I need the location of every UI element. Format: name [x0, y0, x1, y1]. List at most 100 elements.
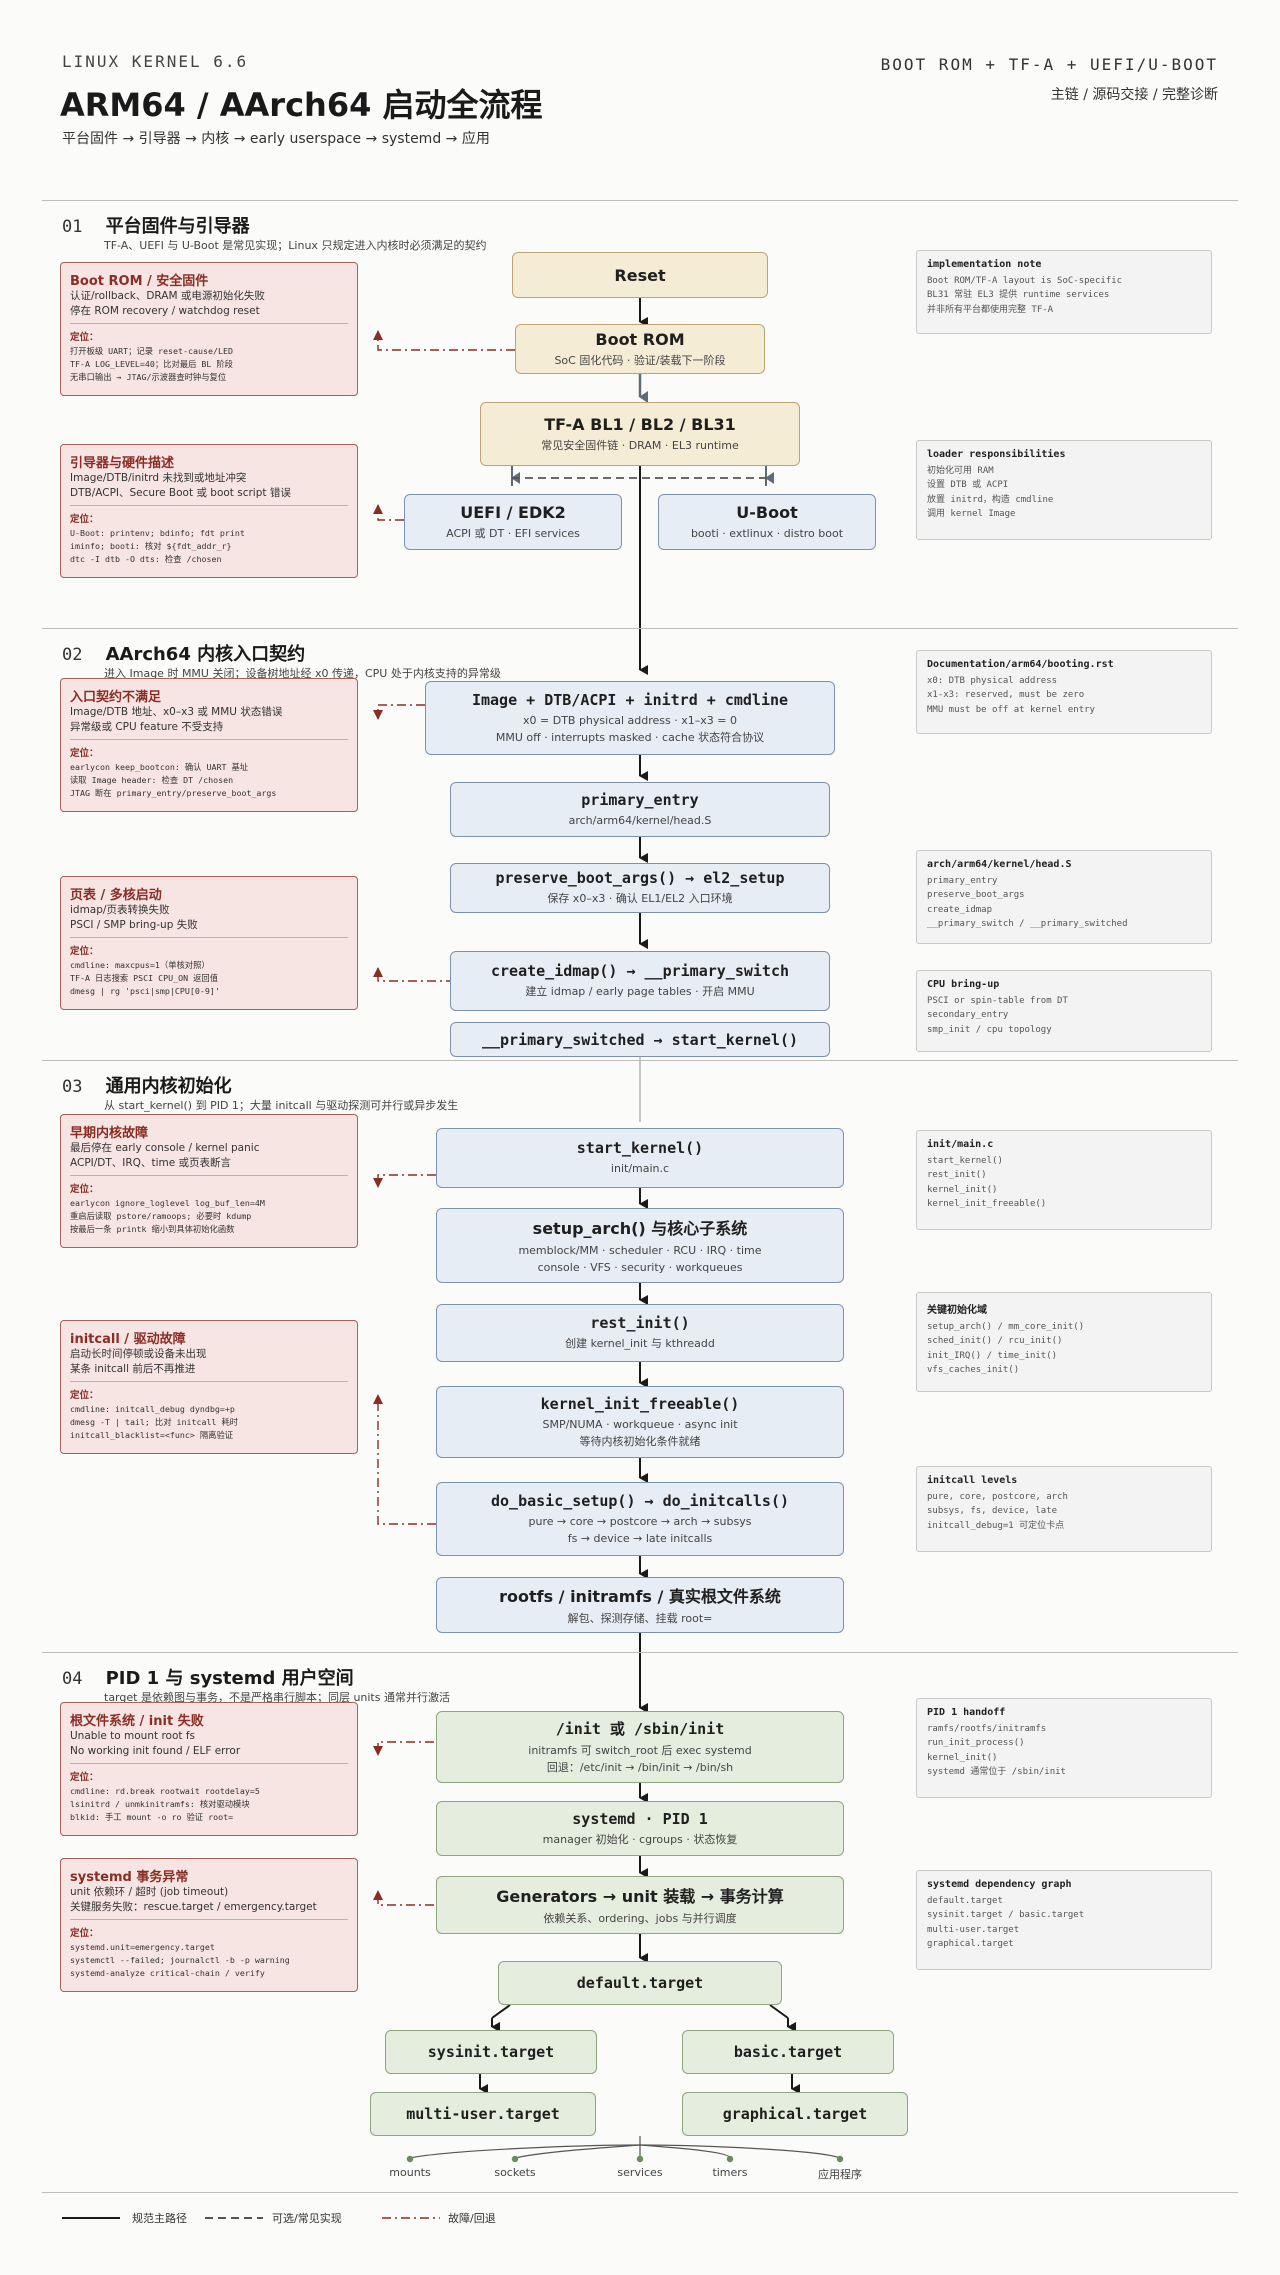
primary-entry-box[interactable]: primary_entry arch/arm64/kernel/head.S [450, 782, 830, 837]
failure-divider [70, 505, 348, 507]
failure-code: initcall_blacklist=<func> 隔离验证 [70, 1430, 234, 1441]
failure-line: PSCI / SMP bring-up 失败 [70, 918, 198, 931]
leaf-sockets: sockets [494, 2166, 536, 2179]
note-line: setup_arch() / mm_core_init() [927, 1322, 1085, 1332]
primary-switched-box[interactable]: __primary_switched → start_kernel() [450, 1022, 830, 1057]
failure-code: dmesg | rg 'psci|smp|CPU[0-9]' [70, 986, 220, 997]
section-divider [42, 1060, 1238, 1061]
default-target-box[interactable]: default.target [498, 1961, 782, 2005]
note-main-c: init/main.c start_kernel() rest_init() k… [916, 1130, 1212, 1230]
note-title: PID 1 handoff [927, 1707, 1006, 1718]
box-subtitle: SMP/NUMA · workqueue · async init [542, 1417, 738, 1431]
note-line: 设置 DTB 或 ACPI [927, 480, 1009, 491]
page-title: ARM64 / AArch64 启动全流程 [60, 86, 543, 124]
legend-divider [42, 2192, 1238, 2193]
box-subtitle: 保存 x0–x3 · 确认 EL1/EL2 入口环境 [547, 892, 733, 906]
note-cpu-bringup: CPU bring-up PSCI or spin-table from DT … [916, 970, 1212, 1052]
note-line: vfs_caches_init() [927, 1365, 1020, 1376]
leaf-applications: 应用程序 [818, 2168, 862, 2181]
start-kernel-box[interactable]: start_kernel() init/main.c [436, 1128, 844, 1188]
failure-code: 按最后一条 printk 缩小到具体初始化函数 [70, 1224, 235, 1235]
box-subtitle: 常见安全固件链 · DRAM · EL3 runtime [541, 438, 739, 452]
box-subtitle-2: 回退：/etc/init → /bin/init → /bin/sh [546, 1761, 734, 1774]
failure-code: iminfo; booti: 核对 ${fdt_addr_r} [70, 541, 232, 552]
section-desc: 进入 Image 时 MMU 关闭；设备树地址经 x0 传递，CPU 处于内核支… [104, 667, 501, 680]
image-entry-box[interactable]: Image + DTB/ACPI + initrd + cmdline x0 =… [425, 681, 835, 755]
box-subtitle: booti · extlinux · distro boot [690, 526, 844, 540]
generators-box[interactable]: Generators → unit 装载 → 事务计算 依赖关系、orderin… [436, 1876, 844, 1934]
failure-title: 引导器与硬件描述 [70, 456, 175, 471]
section-header-04: 04 PID 1 与 systemd 用户空间 [62, 1664, 354, 1690]
box-subtitle: ACPI 或 DT · EFI services [446, 526, 580, 540]
failure-divider [70, 937, 348, 939]
legend-main-path: 规范主路径 [132, 2212, 187, 2225]
multi-user-target-box[interactable]: multi-user.target [370, 2092, 596, 2136]
box-title: default.target [576, 1974, 704, 1992]
note-line: MMU must be off at kernel entry [927, 704, 1095, 715]
rootfs-box[interactable]: rootfs / initramfs / 真实根文件系统 解包、探测存储、挂载 … [436, 1577, 844, 1633]
failure-code: 重启后读取 pstore/ramoops; 必要时 kdump [70, 1211, 252, 1222]
section-header-02: 02 AArch64 内核入口契约 [62, 640, 305, 666]
kernel-init-freeable-box[interactable]: kernel_init_freeable() SMP/NUMA · workqu… [436, 1386, 844, 1458]
box-subtitle: 依赖关系、ordering、jobs 与并行调度 [543, 1912, 737, 1926]
failure-box-loader: 引导器与硬件描述 Image/DTB/initrd 未找到或地址冲突 DTB/A… [60, 444, 358, 578]
failure-line: 最后停在 early console / kernel panic [70, 1142, 260, 1154]
box-subtitle-2: console · VFS · security · workqueues [537, 1261, 743, 1274]
note-booting-rst: Documentation/arm64/booting.rst x0: DTB … [916, 650, 1212, 734]
note-line: pure, core, postcore, arch [927, 1492, 1068, 1502]
box-title: systemd · PID 1 [572, 1809, 708, 1828]
note-line: subsys, fs, device, late [927, 1506, 1058, 1517]
failure-code: TF-A 日志搜索 PSCI CPU_ON 返回值 [70, 973, 218, 984]
box-title: do_basic_setup() → do_initcalls() [490, 1491, 789, 1510]
note-title: systemd dependency graph [927, 1879, 1072, 1890]
note-line: 放置 initrd，构造 cmdline [927, 494, 1054, 505]
rest-init-box[interactable]: rest_init() 创建 kernel_init 与 kthreadd [436, 1304, 844, 1362]
section-title: 通用内核初始化 [105, 1076, 232, 1097]
initcalls-box[interactable]: do_basic_setup() → do_initcalls() pure →… [436, 1482, 844, 1556]
reset-box[interactable]: Reset [512, 252, 768, 298]
note-line: default.target [927, 1896, 1003, 1906]
box-subtitle: 建立 idmap / early page tables · 开启 MMU [525, 985, 755, 999]
note-title: 关键初始化域 [927, 1305, 987, 1316]
failure-line: idmap/页表转换失败 [70, 904, 170, 916]
section-title: PID 1 与 systemd 用户空间 [105, 1668, 354, 1689]
box-subtitle: 创建 kernel_init 与 kthreadd [565, 1337, 715, 1351]
setup-arch-box[interactable]: setup_arch() 与核心子系统 memblock/MM · schedu… [436, 1208, 844, 1283]
boot-rom-box[interactable]: Boot ROM SoC 固化代码 · 验证/装载下一阶段 [515, 324, 765, 374]
box-subtitle: arch/arm64/kernel/head.S [568, 813, 712, 827]
note-line: multi-user.target [927, 1924, 1020, 1935]
sbin-init-box[interactable]: /init 或 /sbin/init initramfs 可 switch_ro… [436, 1711, 844, 1783]
create-idmap-box[interactable]: create_idmap() → __primary_switch 建立 idm… [450, 951, 830, 1011]
failure-code: earlycon ignore_loglevel log_buf_len=4M [70, 1198, 265, 1209]
failure-divider [70, 739, 348, 741]
failure-locate-label: 定位： [70, 748, 99, 760]
failure-line: 认证/rollback、DRAM 或电源初始化失败 [70, 290, 265, 302]
note-line: x1-x3: reserved, must be zero [927, 690, 1085, 701]
note-line: smp_init / cpu topology [927, 1024, 1052, 1035]
failure-code: earlycon keep_bootcon: 确认 UART 基址 [70, 762, 249, 773]
note-implementation: implementation note Boot ROM/TF-A layout… [916, 250, 1212, 334]
note-line: systemd 通常位于 /sbin/init [927, 1767, 1066, 1778]
box-title: Image + DTB/ACPI + initrd + cmdline [471, 690, 789, 709]
box-title: start_kernel() [576, 1139, 704, 1158]
graphical-target-box[interactable]: graphical.target [682, 2092, 908, 2136]
section-number: 02 [62, 645, 83, 665]
failure-box-entry-contract: 入口契约不满足 Image/DTB 地址、x0–x3 或 MMU 状态错误 异常… [60, 678, 358, 812]
box-title: /init 或 /sbin/init [555, 1720, 725, 1739]
failure-line: Image/DTB/initrd 未找到或地址冲突 [70, 472, 247, 484]
preserve-boot-args-box[interactable]: preserve_boot_args() → el2_setup 保存 x0–x… [450, 863, 830, 913]
systemd-pid1-box[interactable]: systemd · PID 1 manager 初始化 · cgroups · … [436, 1801, 844, 1856]
basic-target-box[interactable]: basic.target [682, 2030, 894, 2074]
uboot-box[interactable]: U-Boot booti · extlinux · distro boot [658, 494, 876, 550]
failure-title: 入口契约不满足 [70, 690, 162, 705]
uefi-box[interactable]: UEFI / EDK2 ACPI 或 DT · EFI services [404, 494, 622, 550]
header-right-sub: 主链 / 源码交接 / 完整诊断 [1050, 87, 1218, 103]
failure-box-early-kernel: 早期内核故障 最后停在 early console / kernel panic… [60, 1114, 358, 1248]
box-subtitle-2: fs → device → late initcalls [567, 1531, 713, 1545]
sysinit-target-box[interactable]: sysinit.target [385, 2030, 597, 2074]
note-head-s: arch/arm64/kernel/head.S primary_entry p… [916, 850, 1212, 944]
box-subtitle-2: MMU off · interrupts masked · cache 状态符合… [495, 730, 765, 744]
note-line: start_kernel() [927, 1156, 1003, 1166]
tfa-box[interactable]: TF-A BL1 / BL2 / BL31 常见安全固件链 · DRAM · E… [480, 402, 800, 466]
box-title: __primary_switched → start_kernel() [481, 1030, 799, 1049]
